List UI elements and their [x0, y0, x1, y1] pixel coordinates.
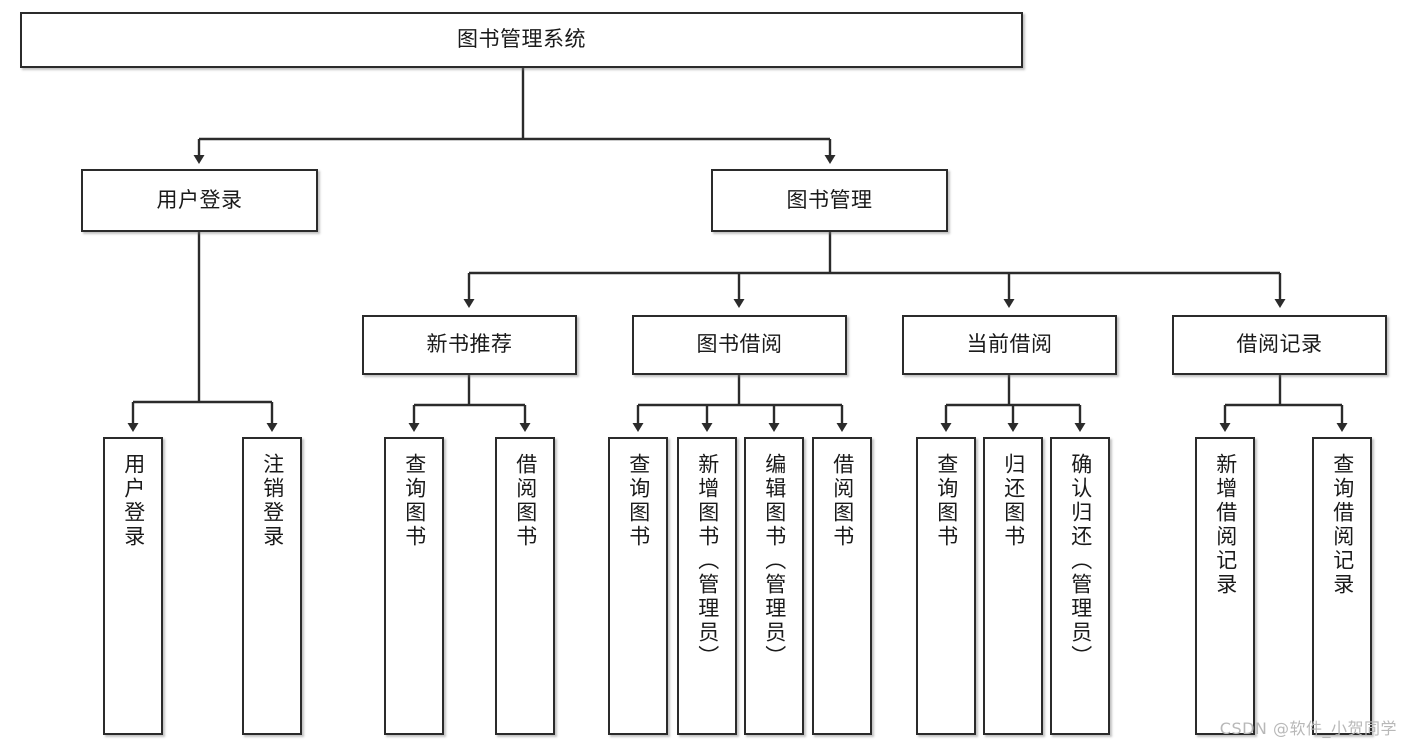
node-label: 图书借阅	[696, 332, 783, 357]
node-label: 图书管理系统	[457, 27, 586, 52]
leaf-new-book-query-book[interactable]: 查询图书	[384, 437, 444, 735]
node-user-login[interactable]: 用户登录	[81, 169, 318, 232]
node-borrow-record[interactable]: 借阅记录	[1172, 315, 1387, 375]
node-label: 查询图书	[934, 453, 959, 549]
node-label: 借阅图书	[513, 453, 538, 549]
node-label: 图书管理	[786, 187, 873, 212]
node-book-borrow[interactable]: 图书借阅	[632, 315, 847, 375]
node-label: 注销登录	[260, 453, 285, 549]
watermark-text: CSDN @软件_小贺同学	[1219, 719, 1397, 738]
node-book-management[interactable]: 图书管理	[711, 169, 948, 232]
leaf-borrow-record-query-record[interactable]: 查询借阅记录	[1312, 437, 1372, 735]
node-label: 新增图书（管理员）	[695, 453, 720, 669]
leaf-book-borrow-borrow-book[interactable]: 借阅图书	[812, 437, 872, 735]
node-label: 用户登录	[156, 187, 243, 212]
node-label: 确认归还（管理员）	[1068, 453, 1093, 669]
leaf-user-login-logout[interactable]: 注销登录	[242, 437, 302, 735]
node-label: 用户登录	[121, 453, 146, 549]
node-current-borrow[interactable]: 当前借阅	[902, 315, 1117, 375]
leaf-current-borrow-query-book[interactable]: 查询图书	[916, 437, 976, 735]
leaf-current-borrow-confirm-return-admin[interactable]: 确认归还（管理员）	[1050, 437, 1110, 735]
node-label: 借阅图书	[830, 453, 855, 549]
leaf-book-borrow-edit-book-admin[interactable]: 编辑图书（管理员）	[744, 437, 804, 735]
node-label: 查询借阅记录	[1330, 453, 1355, 597]
node-label: 查询图书	[626, 453, 651, 549]
node-label: 新书推荐	[426, 332, 513, 357]
node-label: 归还图书	[1001, 453, 1026, 549]
leaf-new-book-borrow-book[interactable]: 借阅图书	[495, 437, 555, 735]
node-root-book-management-system[interactable]: 图书管理系统	[20, 12, 1023, 68]
node-label: 编辑图书（管理员）	[762, 453, 787, 669]
leaf-book-borrow-add-book-admin[interactable]: 新增图书（管理员）	[677, 437, 737, 735]
node-label: 当前借阅	[966, 332, 1053, 357]
node-label: 新增借阅记录	[1213, 453, 1238, 597]
leaf-current-borrow-return-book[interactable]: 归还图书	[983, 437, 1043, 735]
node-new-book-recommend[interactable]: 新书推荐	[362, 315, 577, 375]
node-label: 借阅记录	[1236, 332, 1323, 357]
leaf-book-borrow-query-book[interactable]: 查询图书	[608, 437, 668, 735]
node-label: 查询图书	[402, 453, 427, 549]
leaf-borrow-record-add-record[interactable]: 新增借阅记录	[1195, 437, 1255, 735]
leaf-user-login-login[interactable]: 用户登录	[103, 437, 163, 735]
